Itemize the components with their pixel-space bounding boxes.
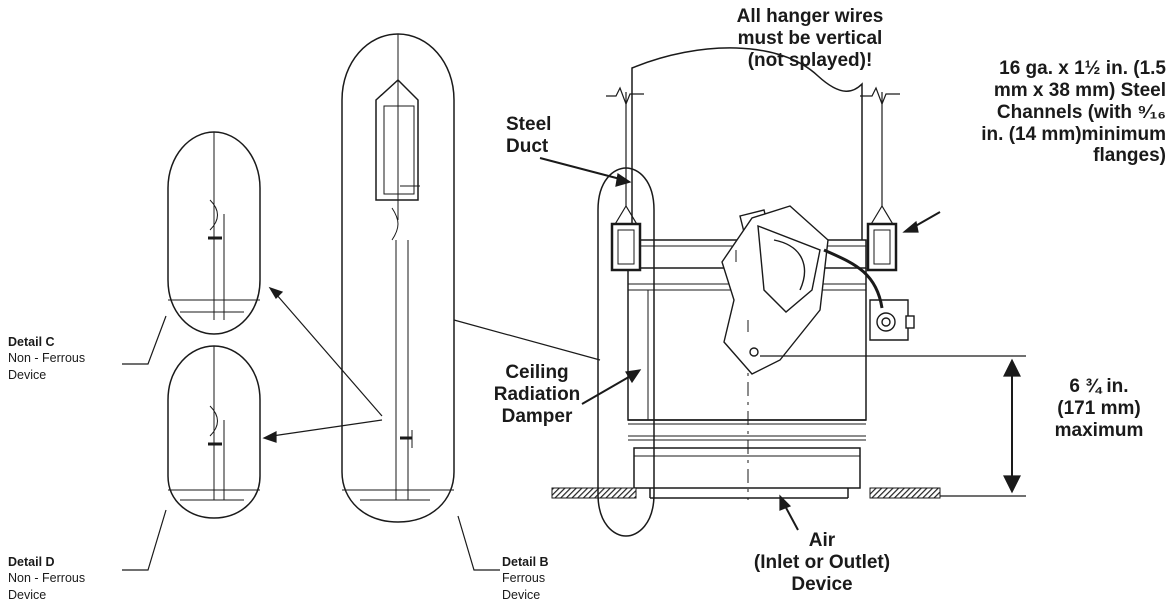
detail-b-title: Detail B [502,555,549,569]
damper-line-3: Damper [501,405,573,427]
detail-b-outline-main [597,167,655,537]
detail-d [167,345,261,519]
detail-d-title: Detail D [8,555,55,569]
steel-duct-line-2: Duct [506,135,549,157]
main-assembly [551,47,1026,500]
dimension-line-1: 6 ¾ in. [1069,376,1129,397]
air-line-3: Device [791,573,853,595]
detail-b-line-2: Device [502,587,541,602]
hanger-wire-right [860,86,900,272]
air-line-2: (Inlet or Outlet) [753,551,891,573]
detail-c-line-2: Device [8,367,47,382]
detail-b-line-1: Ferrous [502,571,546,586]
dimension-marker [760,355,1026,497]
hanger-wire-note: All hanger wires must be vertical (not s… [690,6,930,72]
ceiling-left [551,487,637,499]
dimension-line-3: maximum [1054,419,1144,441]
detail-b [341,33,455,523]
detail-d-line-2: Device [8,587,47,602]
channels-line-2: mm x 38 mm) Steel [993,79,1166,101]
channels-line-5: flanges) [1093,145,1166,167]
detail-d-line-1: Non - Ferrous [8,571,86,586]
ceiling-damper-label: Ceiling Radiation Damper [472,362,602,428]
air-device-label: Air (Inlet or Outlet) Device [722,530,922,596]
hanger-note-line-3: (not splayed)! [747,49,873,71]
actuator-mechanism [721,205,915,375]
hanger-note-line-1: All hanger wires [736,6,884,27]
steel-duct [631,47,863,240]
channels-note: 16 ga. x 1½ in. (1.5 mm x 38 mm) Steel C… [926,58,1166,167]
detail-c-label: Detail C Non - Ferrous Device [8,334,85,383]
air-device-box [633,447,861,489]
air-line-1: Air [808,530,836,551]
damper-line-2: Radiation [493,383,581,405]
ceiling-right [869,487,941,499]
callouts [122,157,941,571]
channels-line-3: Channels (with ⁹⁄₁₆ [996,101,1166,123]
detail-b-label: Detail B Ferrous Device [502,554,549,603]
channels-line-4: in. (14 mm)minimum [981,123,1166,145]
detail-c [167,131,261,335]
detail-c-title: Detail C [8,335,55,349]
damper-line-1: Ceiling [505,362,569,383]
hanger-note-line-2: must be vertical [737,27,883,49]
detail-c-line-1: Non - Ferrous [8,351,86,366]
steel-duct-line-1: Steel [506,114,552,135]
detail-d-label: Detail D Non - Ferrous Device [8,554,85,603]
steel-duct-label: Steel Duct [506,114,606,158]
dimension-line-2: (171 mm) [1057,397,1141,419]
channels-line-1: 16 ga. x 1½ in. (1.5 [999,58,1166,79]
hanger-wire-left [606,86,644,272]
dimension-label: 6 ¾ in. (171 mm) maximum [1032,376,1166,442]
